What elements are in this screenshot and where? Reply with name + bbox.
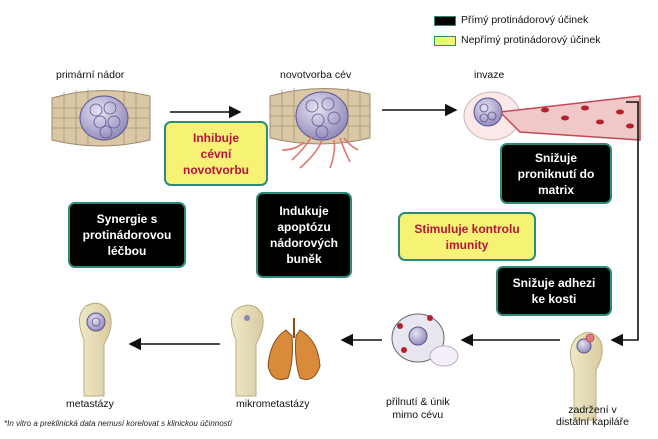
bone-arrest-image [570,332,603,421]
label-invasion: invaze [474,69,505,81]
effect-induce-apoptosis: Indukuje apoptózu nádorových buněk [256,192,352,278]
label-metastases: metastázy [66,398,114,410]
effect-synergy: Synergie s protinádorovou léčbou [68,202,186,268]
effect-stimulate-immunity: Stimuluje kontrolu imunity [398,212,536,261]
footnote: *In vitro a preklinická data nemusí kore… [4,419,233,428]
label-adhesion: přilnutí & únik mimo cévu [386,396,450,421]
primary-tumor-image [51,89,151,147]
angiogenesis-image [269,87,371,169]
legend-direct-swatch [434,16,456,26]
label-arrest: zadržení v distální kapiláře [556,404,629,428]
label-micrometastases: mikrometastázy [236,398,310,410]
micrometastases-image [231,304,321,397]
effect-reduce-bone-adhesion: Snižuje adhezi ke kosti [496,266,612,316]
lungs [267,318,321,380]
metastasis-image [79,302,112,397]
effect-reduce-matrix: Snižuje proniknutí do matrix [500,143,612,204]
legend-indirect-label: Nepřímý protinádorový účinek [461,34,601,46]
legend-direct-label: Přímý protinádorový účinek [461,14,589,26]
arrow-invasion-to-arrest [610,101,639,347]
flow-arrows [128,101,639,351]
invasion-image [463,91,641,141]
effect-inhibit-angiogenesis: Inhibuje cévní novotvorbu [164,121,268,186]
adhesion-image [391,313,459,367]
label-angiogenesis: novotvorba cév [280,69,352,81]
legend-indirect-swatch [434,36,456,46]
label-primary-tumor: primární nádor [56,69,125,81]
